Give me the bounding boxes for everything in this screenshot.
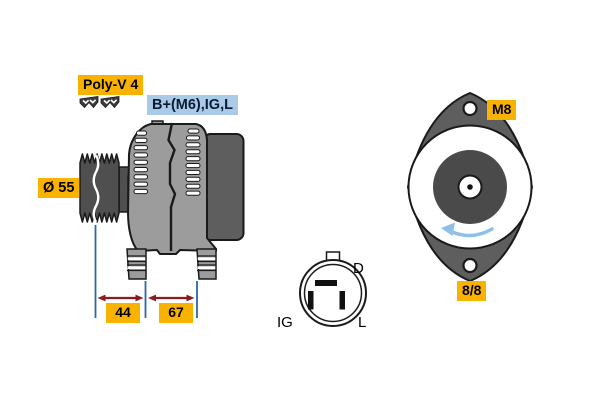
pin-slot-l [339, 291, 345, 310]
belt-profile-icon [79, 96, 120, 109]
pulley-diameter-label: Ø 55 [38, 178, 80, 199]
rotation-arrow-icon [441, 222, 494, 238]
vent-slots-right [185, 128, 201, 196]
pin-slot-ig [308, 291, 314, 310]
mount-hole-top [462, 100, 478, 117]
housing-split-line [167, 122, 177, 251]
pin-slot-d [315, 280, 337, 286]
mount-thread-label: M8 [487, 100, 517, 120]
dimension-44-label: 44 [106, 303, 140, 323]
mounting-feet [126, 248, 217, 280]
rear-view-drawing [407, 92, 533, 282]
break-line [92, 154, 100, 223]
dimension-lines [94, 225, 198, 318]
rear-cover-block [202, 133, 245, 241]
mount-hole-bottom [462, 257, 478, 274]
belt-type-label: Poly-V 4 [78, 75, 144, 95]
clock-position-label: 8/8 [457, 281, 487, 301]
vent-slots-left [133, 130, 148, 195]
connector-diagram [299, 251, 367, 327]
dimension-67-label: 67 [159, 303, 193, 323]
dimension-arrows [97, 294, 195, 302]
terminals-label: B+(M6),IG,L [147, 95, 238, 116]
pin-l-label: L [358, 314, 367, 331]
alternator-side-view [126, 120, 217, 280]
pin-d-label: D [353, 260, 364, 277]
pin-ig-label: IG [277, 314, 293, 331]
